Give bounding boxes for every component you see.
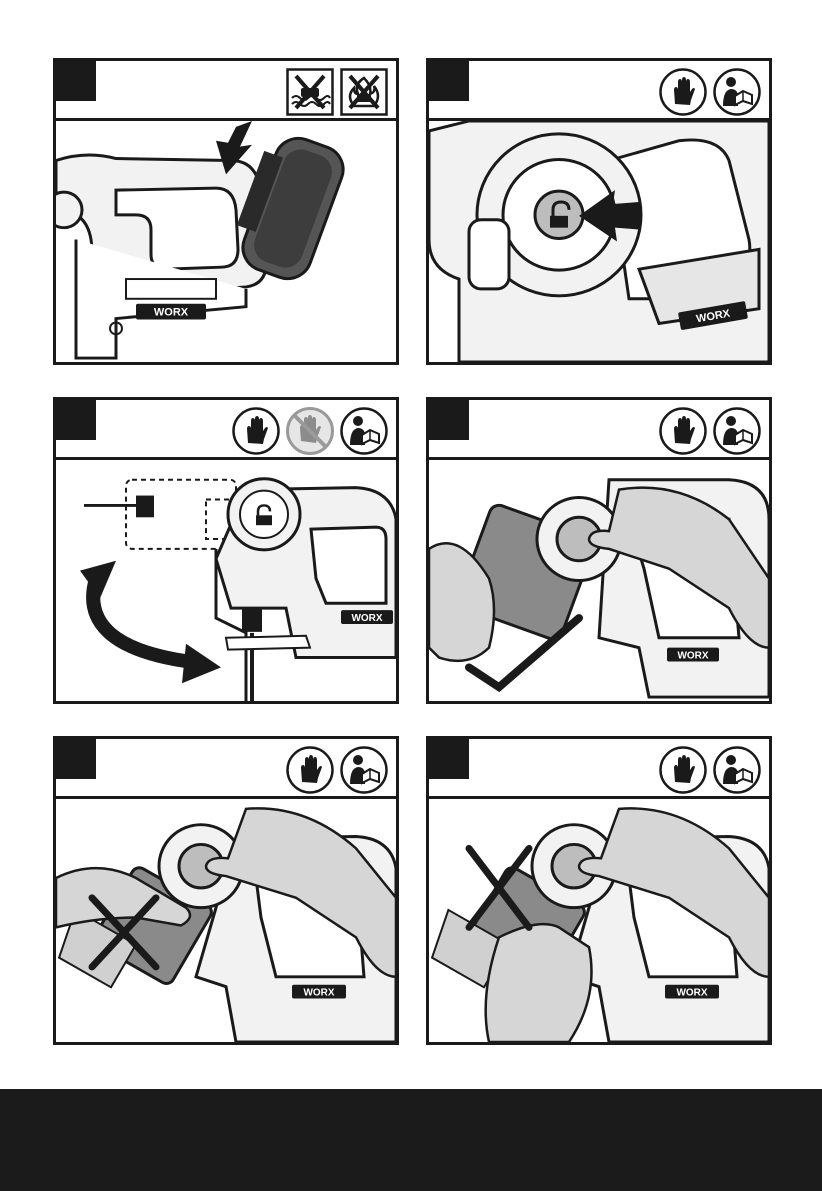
panel-icons xyxy=(659,68,761,116)
no-fire-icon xyxy=(340,68,388,116)
svg-text:WORX: WORX xyxy=(676,988,707,999)
gloves-icon xyxy=(232,407,280,455)
panel-header xyxy=(56,739,396,799)
press-lock-button-illustration: WORX xyxy=(429,121,769,362)
gloves-icon xyxy=(659,407,707,455)
step-panel-d: WORX xyxy=(426,397,772,704)
svg-text:WORX: WORX xyxy=(351,613,382,624)
svg-text:WORX: WORX xyxy=(303,988,334,999)
svg-text:WORX: WORX xyxy=(154,307,189,319)
no-water-icon xyxy=(286,68,334,116)
panel-icons xyxy=(659,746,761,794)
read-manual-icon xyxy=(340,407,388,455)
step-number-block xyxy=(429,61,469,101)
panel-icons xyxy=(659,407,761,455)
step-panel-f: WORX xyxy=(426,736,772,1045)
worx-logo: WORX xyxy=(341,610,393,624)
read-manual-icon xyxy=(340,746,388,794)
step-panel-e: WORX xyxy=(53,736,399,1045)
panel-header xyxy=(429,61,769,121)
gloves-icon xyxy=(659,746,707,794)
step-panel-a: WORX xyxy=(53,58,399,365)
step-number-block xyxy=(429,400,469,440)
read-manual-icon xyxy=(713,746,761,794)
read-manual-icon xyxy=(713,68,761,116)
step-number-block xyxy=(56,400,96,440)
step-number-block xyxy=(56,61,96,101)
battery-insert-illustration: WORX xyxy=(56,121,396,362)
rotate-head-illustration: WORX xyxy=(56,460,396,701)
step-number-block xyxy=(429,739,469,779)
no-hand-icon xyxy=(286,407,334,455)
panel-header xyxy=(429,739,769,799)
panel-icons xyxy=(286,746,388,794)
panel-icons xyxy=(232,407,388,455)
wrong-grip-illustration: WORX xyxy=(56,799,396,1042)
panel-header xyxy=(429,400,769,460)
panel-header xyxy=(56,61,396,121)
worx-logo: WORX xyxy=(665,985,719,999)
worx-logo: WORX xyxy=(292,985,346,999)
worx-logo: WORX xyxy=(667,648,719,662)
wrong-grip-illustration: WORX xyxy=(429,799,769,1042)
gloves-icon xyxy=(659,68,707,116)
gloves-icon xyxy=(286,746,334,794)
worx-logo: WORX xyxy=(136,304,206,320)
step-number-block xyxy=(56,739,96,779)
step-panel-b: WORX xyxy=(426,58,772,365)
panel-icons xyxy=(286,68,388,116)
svg-text:WORX: WORX xyxy=(677,651,708,662)
step-panel-c: WORX xyxy=(53,397,399,704)
correct-grip-illustration: WORX xyxy=(429,460,769,701)
footer-bar xyxy=(0,1089,822,1191)
read-manual-icon xyxy=(713,407,761,455)
panel-header xyxy=(56,400,396,460)
